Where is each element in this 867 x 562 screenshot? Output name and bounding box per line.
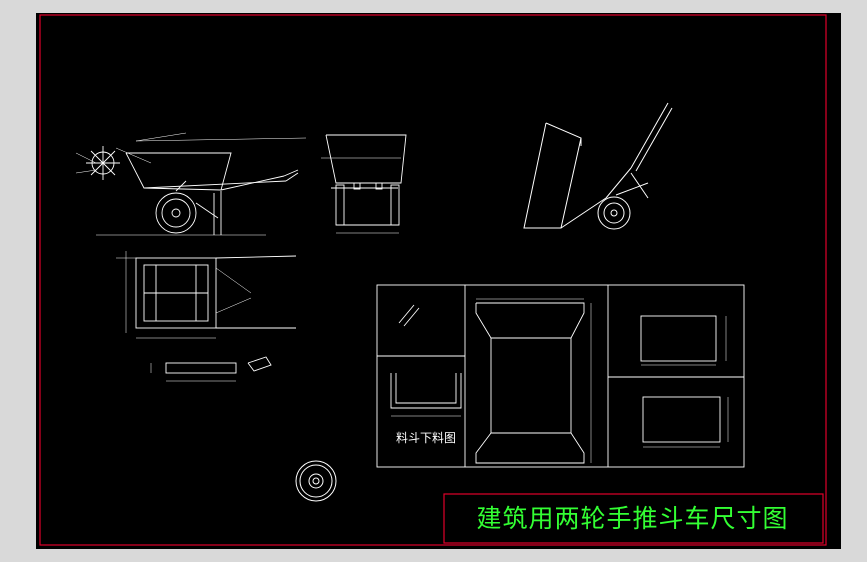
wheel-detail: [295, 460, 337, 502]
sheet-border: [39, 14, 827, 546]
bar-detail: [150, 356, 272, 382]
cut-list-panel: [376, 284, 745, 468]
front-view: [321, 134, 407, 234]
title-block-frame: [443, 493, 824, 544]
cut-list-label: 料斗下料图: [396, 431, 457, 445]
top-view: [116, 251, 297, 339]
isometric-view: [523, 102, 673, 230]
drawing-title: 建筑用两轮手推斗车尺寸图: [476, 504, 789, 533]
side-view: [75, 132, 307, 236]
cad-drawing-sheet: 料斗下料图: [36, 13, 841, 549]
drawing-lines: [39, 14, 827, 546]
